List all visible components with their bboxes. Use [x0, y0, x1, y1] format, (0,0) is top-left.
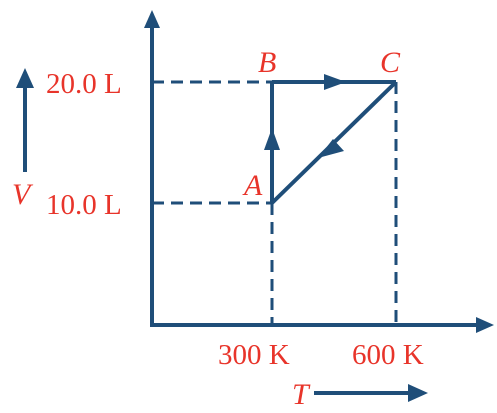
tick-label-t-right: 600 K — [352, 339, 424, 371]
axis-variable-v: V — [12, 178, 34, 211]
tick-label-v-upper: 20.0 L — [46, 68, 122, 100]
point-label-b: B — [258, 46, 276, 79]
v-direction-arrow-head — [16, 68, 34, 88]
tick-label-t-left: 300 K — [218, 339, 290, 371]
y-axis-arrowhead — [144, 10, 160, 28]
arrow-a-to-b — [264, 128, 280, 150]
arrow-b-to-c — [324, 74, 346, 90]
arrow-c-to-a — [318, 139, 344, 158]
tick-label-v-lower: 10.0 L — [46, 189, 122, 221]
t-direction-arrow-head — [408, 384, 428, 402]
point-label-c: C — [380, 46, 401, 79]
point-label-a: A — [242, 169, 263, 202]
x-axis-arrowhead — [476, 317, 494, 333]
axis-variable-t: T — [292, 378, 311, 411]
